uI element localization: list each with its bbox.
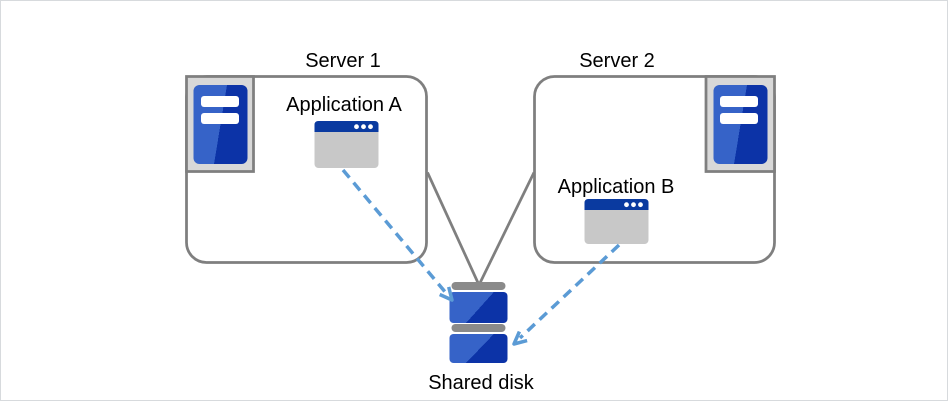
- edge-app-b-to-shared-disk-arrow: [512, 243, 621, 346]
- disk-cap-top: [451, 282, 506, 290]
- server1-label: Server 1: [305, 50, 381, 72]
- app-a-window-icon: [314, 121, 379, 168]
- app-b-window-titlebar: [584, 199, 649, 210]
- server2-icon-slot-top: [720, 96, 758, 107]
- app-a-label: Application A: [286, 94, 402, 116]
- app-b-window-body: [584, 199, 649, 244]
- app-a-window-titlebar: [314, 121, 379, 132]
- app-a-window-body: [314, 121, 379, 168]
- arrow-b-shaft: [518, 243, 621, 340]
- app-a-titlebar-dot: [368, 124, 373, 130]
- server2-label: Server 2: [579, 50, 655, 72]
- app-a-titlebar-dot: [361, 124, 366, 130]
- edge-app-a-to-shared-disk-arrow: [341, 168, 454, 302]
- server1-server-tower-icon: [185, 75, 255, 173]
- arrow-a-shaft: [341, 168, 448, 295]
- server1-icon-slot-bottom: [201, 113, 239, 124]
- app-b-titlebar-dot: [624, 202, 629, 208]
- app-b-titlebar-dot: [631, 202, 636, 208]
- app-b-titlebar-dot: [638, 202, 643, 208]
- disk-body-top: [449, 292, 508, 323]
- server1-icon-slot-top: [201, 96, 239, 107]
- edge-server1-to-shared-disk: [426, 171, 481, 286]
- app-b-window-icon: [584, 199, 649, 244]
- edge-server2-to-shared-disk: [477, 171, 536, 286]
- disk-cap-bottom: [451, 324, 506, 332]
- server2-icon-slot-bottom: [720, 113, 758, 124]
- app-a-titlebar-dot: [354, 124, 359, 130]
- shared-disk-label: Shared disk: [428, 372, 535, 394]
- server2-server-tower-icon: [704, 75, 776, 173]
- arrow-b-head: [512, 330, 528, 346]
- arrow-a-head: [438, 286, 454, 302]
- disk-body-bottom: [449, 334, 508, 363]
- app-b-label: Application B: [558, 176, 675, 198]
- shared-disk-stack-icon: [449, 282, 508, 363]
